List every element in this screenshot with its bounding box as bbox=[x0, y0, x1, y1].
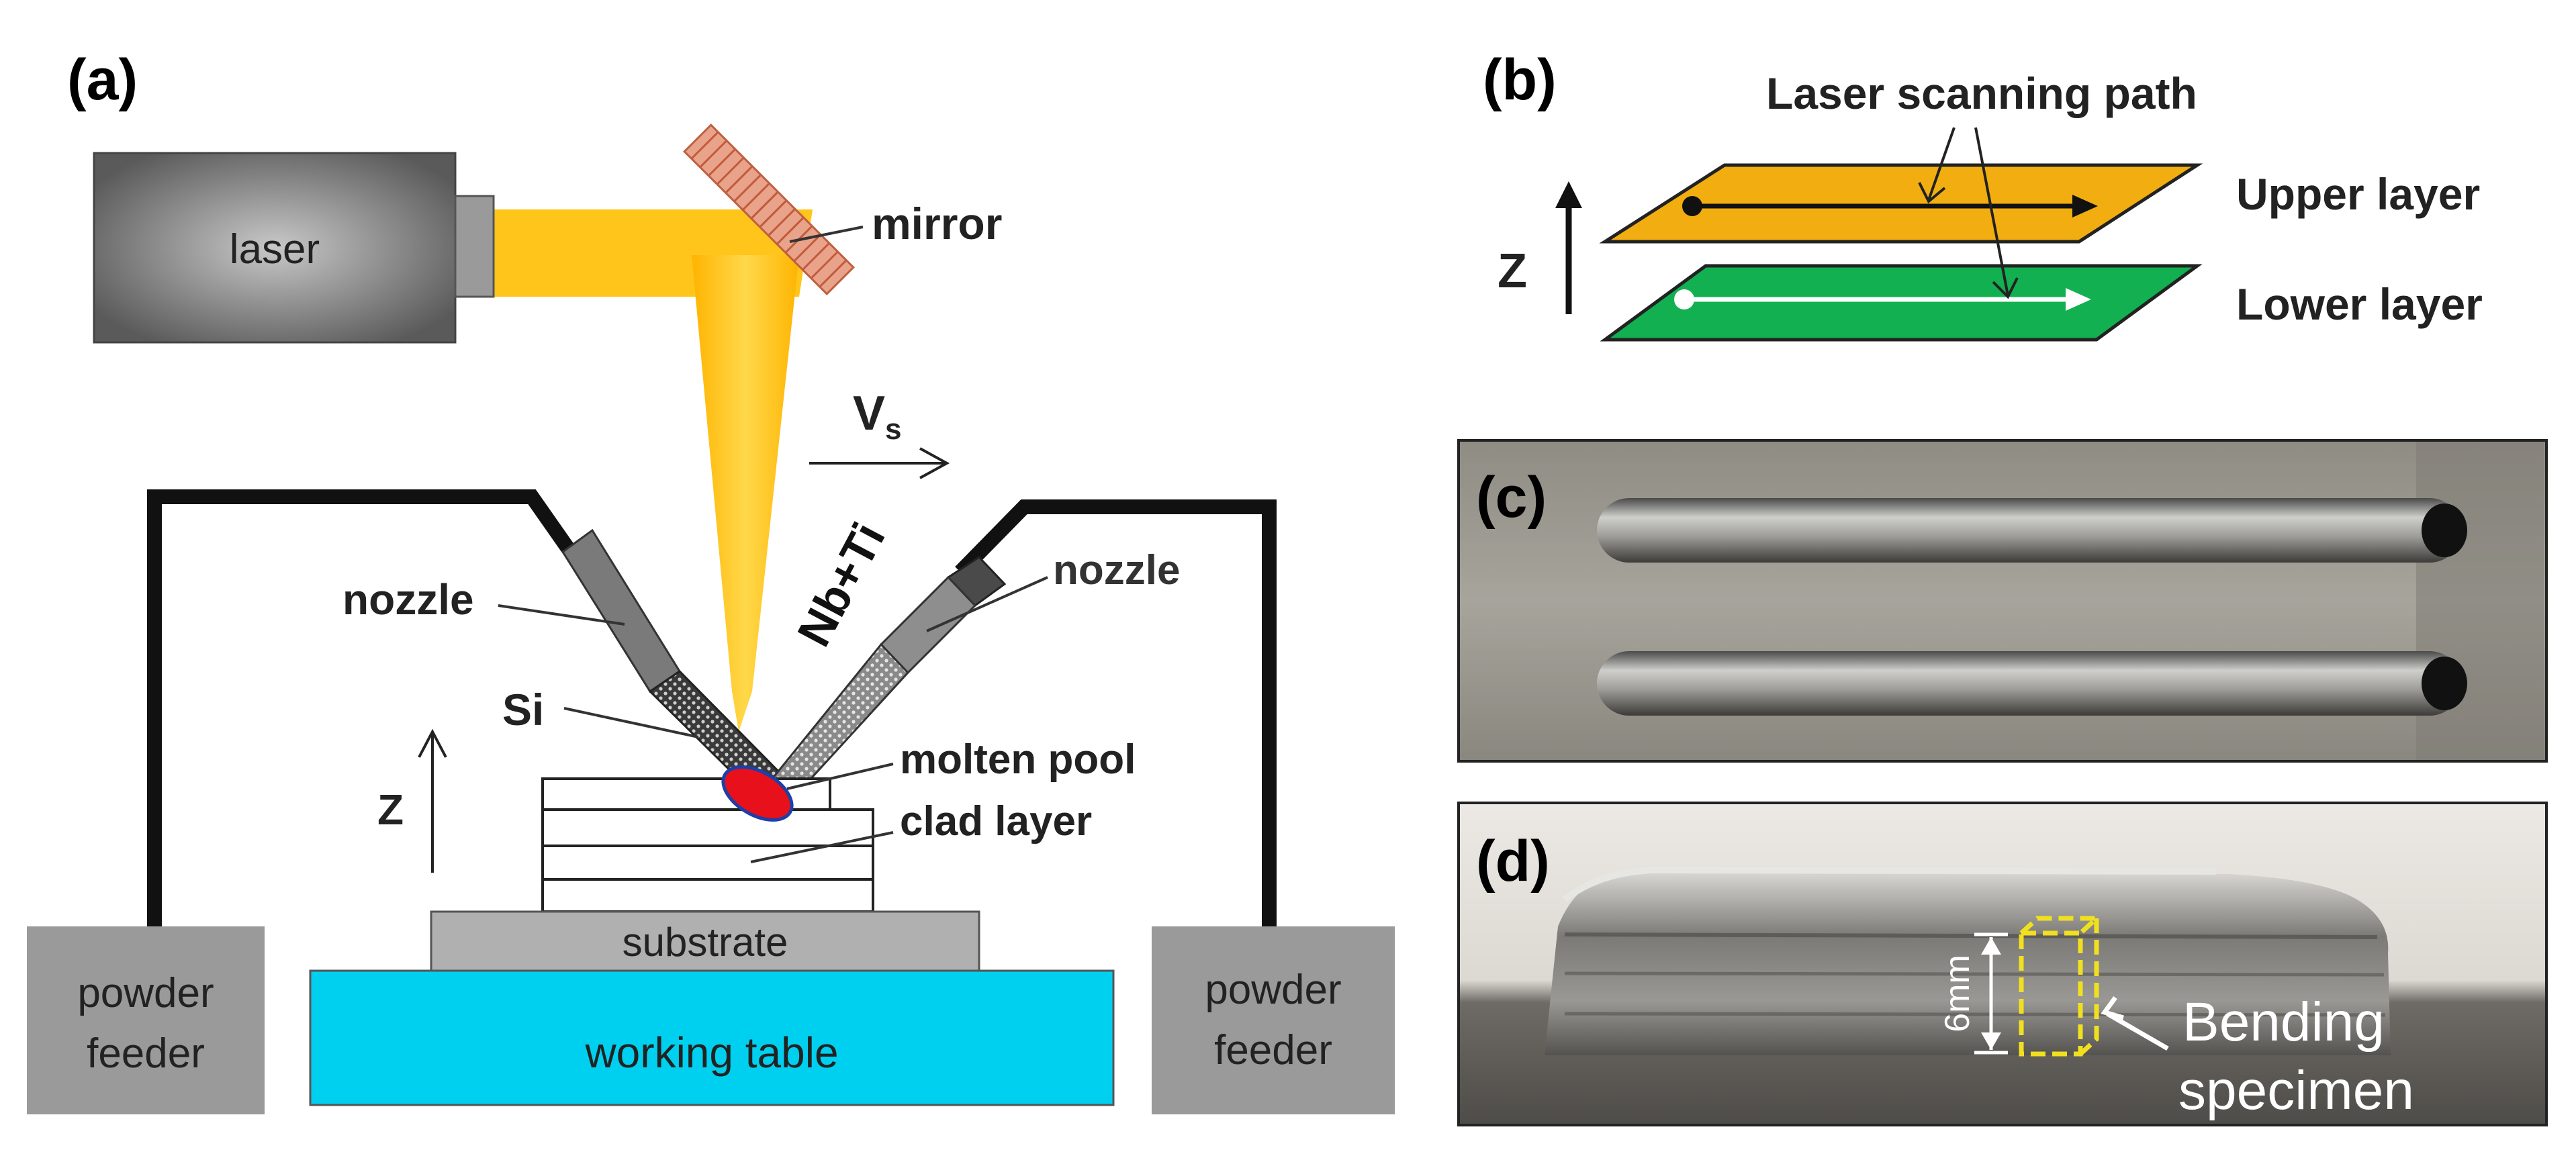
powder-feeder-right bbox=[1152, 926, 1395, 1114]
panel-b-label: (b) bbox=[1483, 48, 1557, 112]
dimension-marker bbox=[1974, 932, 2008, 1055]
lower-layer-arrowhead bbox=[2066, 288, 2091, 311]
working-table-label: working table bbox=[584, 1028, 838, 1077]
working-table bbox=[309, 969, 1115, 1106]
deposited-wall bbox=[1545, 873, 2391, 1055]
specimen-leader bbox=[2106, 1011, 2169, 1051]
vs-arrowhead bbox=[919, 447, 950, 479]
panel-d-photo bbox=[1457, 802, 2548, 1126]
z-arrowhead-a bbox=[418, 728, 447, 758]
substrate-label: substrate bbox=[623, 920, 788, 965]
clad-layers bbox=[541, 777, 874, 913]
specimen-label-line2: specimen bbox=[2178, 1060, 2414, 1121]
scan-leader-lower-head bbox=[1992, 277, 2019, 299]
panel-d-label: (d) bbox=[1476, 829, 1550, 894]
molten-pool-label: molten pool bbox=[900, 736, 1136, 783]
vs-label: Vs bbox=[853, 387, 902, 446]
clad-layer-label: clad layer bbox=[900, 798, 1092, 845]
nozzle-right-leader bbox=[926, 576, 1048, 632]
mirror-label: mirror bbox=[872, 199, 1002, 248]
weld-track-2 bbox=[1597, 651, 2467, 716]
clad-layer-leader bbox=[750, 831, 894, 863]
scan-leader-upper-head bbox=[1918, 182, 1946, 204]
nozzle-right bbox=[770, 556, 1007, 801]
nbti-label: Nb+Ti bbox=[787, 514, 894, 655]
laser-aperture bbox=[454, 195, 495, 298]
powder-feeder-left bbox=[27, 926, 265, 1114]
lower-layer bbox=[1600, 264, 2203, 342]
panel-a-label: (a) bbox=[67, 48, 138, 112]
powder-feeder-right-line2: feeder bbox=[1214, 1027, 1332, 1073]
powder-feeder-right-line1: powder bbox=[1205, 967, 1341, 1013]
z-arrowhead-b bbox=[1555, 181, 1582, 208]
upper-layer-arrowhead bbox=[2072, 195, 2098, 218]
panel-c-photo bbox=[1457, 439, 2548, 763]
powder-line-left bbox=[147, 489, 586, 926]
powder-line-right bbox=[955, 499, 1277, 926]
molten-pool-leader bbox=[786, 763, 894, 790]
scan-leader-lower bbox=[1974, 127, 2009, 296]
panel-c-label: (c) bbox=[1476, 465, 1547, 530]
weld-track-1 bbox=[1597, 498, 2467, 563]
powder-feeder-left-line2: feeder bbox=[87, 1030, 205, 1077]
si-label: Si bbox=[502, 685, 544, 734]
mirror-leader bbox=[789, 226, 864, 243]
nozzle-left-leader bbox=[498, 604, 625, 626]
scan-leader-upper bbox=[1927, 127, 1956, 201]
nozzle-left-label: nozzle bbox=[342, 575, 474, 624]
upper-layer-label: Upper layer bbox=[2236, 169, 2480, 219]
dimension-label: 6mm bbox=[1938, 955, 1977, 1032]
scan-path-label: Laser scanning path bbox=[1766, 68, 2197, 118]
lower-layer-label: Lower layer bbox=[2236, 279, 2483, 329]
powder-feeder-left-line1: powder bbox=[77, 970, 214, 1016]
z-label-a: Z bbox=[377, 785, 404, 834]
si-leader bbox=[563, 707, 699, 738]
laser-beam-vertical bbox=[692, 255, 799, 732]
specimen-label-line1: Bending bbox=[2182, 992, 2385, 1053]
laser-source bbox=[93, 152, 457, 344]
nozzle-right-label: nozzle bbox=[1053, 547, 1180, 593]
bending-specimen-outline bbox=[2019, 916, 2103, 1057]
specimen-leader-head bbox=[2101, 996, 2124, 1020]
substrate bbox=[430, 910, 980, 972]
laser-label: laser bbox=[230, 226, 320, 273]
molten-pool bbox=[721, 765, 794, 822]
z-label-b: Z bbox=[1498, 244, 1527, 298]
upper-layer bbox=[1599, 163, 2203, 244]
mirror bbox=[683, 124, 855, 295]
